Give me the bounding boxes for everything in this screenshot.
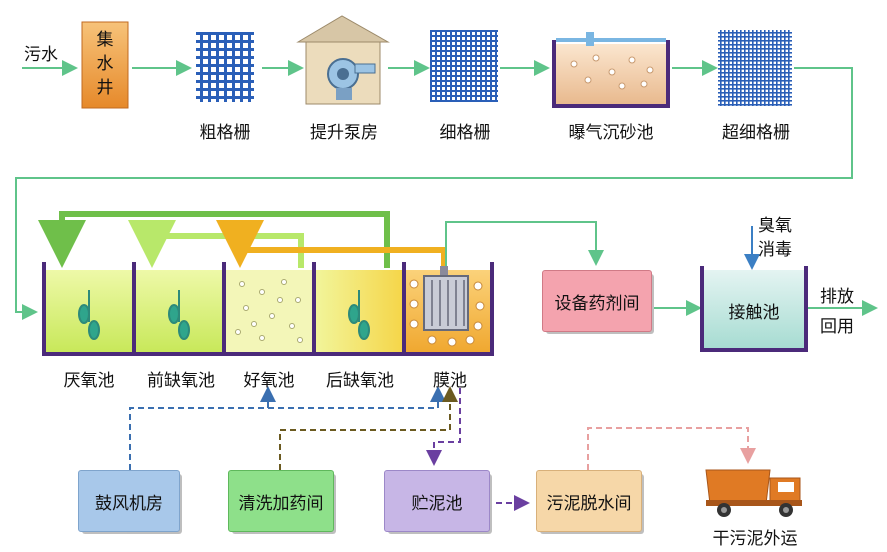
- blower-air-line: [129, 386, 276, 470]
- sludge-dewatering-box: 污泥脱水间: [536, 470, 642, 532]
- outflow-label: 排放 回用: [820, 287, 854, 337]
- anaerobic-tank-label: 厌氧池: [63, 371, 115, 391]
- membrane-to-equipment-line: [445, 221, 604, 266]
- blower-room-label: 鼓风机房: [95, 493, 163, 514]
- pump-house-icon: [296, 15, 390, 105]
- pre-anoxic-tank-label: 前缺氧池: [147, 371, 215, 391]
- fine-screen-label: 细格栅: [439, 123, 491, 143]
- sludge-storage-box: 贮泥池: [384, 470, 490, 532]
- tank-row: [42, 262, 494, 356]
- sludge-to-storage-line: [426, 388, 461, 466]
- truck-label: 干污泥外运: [712, 529, 798, 549]
- fine-screen-icon: [430, 30, 498, 102]
- contact-tank-label: 接触池: [728, 303, 780, 323]
- pump-house-label: 提升泵房: [310, 123, 378, 143]
- membrane-tank-label: 膜池: [433, 371, 467, 391]
- contact-tank-icon: [700, 266, 808, 352]
- coarse-screen-icon: [196, 32, 254, 102]
- dewater-to-truck-line: [587, 427, 756, 470]
- ultrafine-screen-label: 超细格栅: [722, 123, 790, 143]
- collection-well-box: [81, 21, 129, 109]
- cleaning-dosing-label: 清洗加药间: [238, 493, 324, 514]
- ultrafine-screen-icon: [718, 30, 792, 106]
- grit-chamber-label: 曝气沉砂池: [568, 123, 654, 143]
- equipment-room-box: 设备药剂间: [542, 270, 652, 332]
- collection-well-label: 集 水 井: [96, 30, 114, 98]
- ozone-label: 臭氧 消毒: [758, 216, 792, 260]
- return-loops: [38, 211, 447, 268]
- post-anoxic-tank-label: 后缺氧池: [326, 371, 394, 391]
- truck-icon: [705, 469, 802, 517]
- equipment-room-label: 设备药剂间: [554, 293, 640, 314]
- cleaning-dosing-box: 清洗加药间: [228, 470, 334, 532]
- inflow-label: 污水: [24, 45, 58, 65]
- blower-to-membrane-line: [268, 386, 446, 409]
- grit-chamber-icon: [552, 32, 670, 108]
- sludge-storage-label: 贮泥池: [411, 493, 463, 514]
- cleaning-dosing-line: [279, 386, 458, 470]
- aerobic-tank-label: 好氧池: [243, 371, 295, 391]
- top-flow-line: [15, 60, 853, 320]
- blower-room-box: 鼓风机房: [78, 470, 180, 532]
- coarse-screen-label: 粗格栅: [199, 123, 251, 143]
- sludge-dewatering-label: 污泥脱水间: [546, 493, 632, 514]
